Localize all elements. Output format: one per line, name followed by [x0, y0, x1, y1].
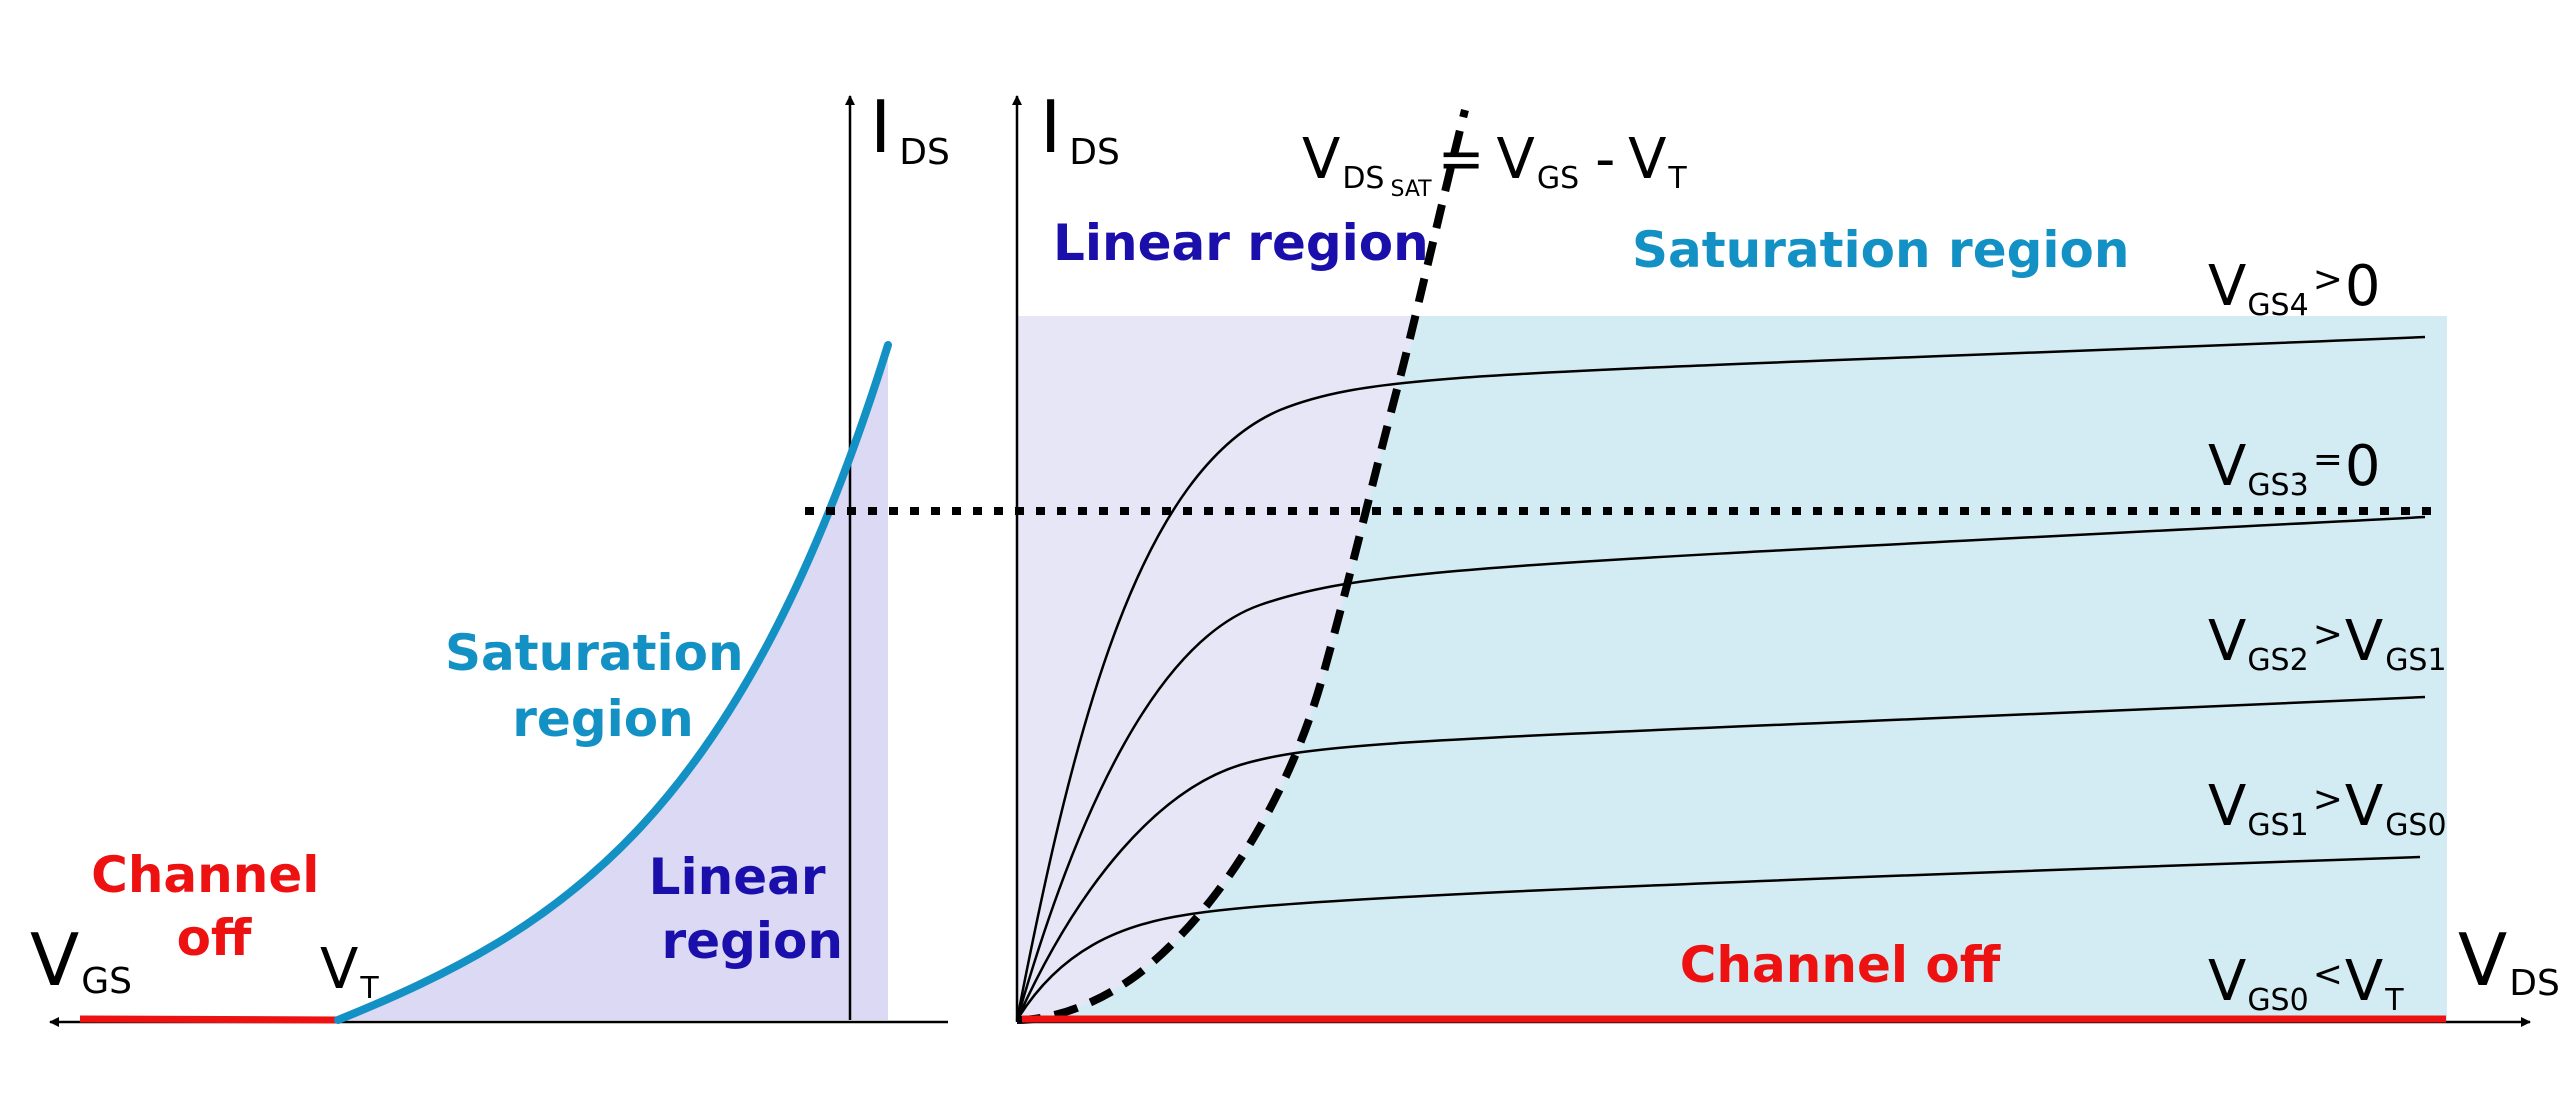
transfer-channel-off-line1: Channel — [91, 846, 319, 904]
vgs2-label: VGS2>VGS1 — [2208, 609, 2447, 678]
transfer-vt-main: V — [320, 937, 358, 1002]
transfer-vgs-axis-label: VGS — [30, 918, 132, 1002]
transfer-ids-sub: DS — [899, 132, 950, 173]
output-ids-sub: DS — [1069, 132, 1120, 173]
vgs0-label-rhs-sub: T — [2384, 983, 2404, 1018]
vgs1-label-rhs: V — [2345, 774, 2383, 839]
vgs1-label-v: V — [2208, 774, 2246, 839]
vgs1-label-op: > — [2313, 779, 2343, 820]
vgs1-label: VGS1>VGS0 — [2208, 774, 2447, 843]
transfer-channel-off-line2: off — [177, 909, 252, 967]
vdssat-eq: = — [1438, 127, 1485, 192]
vdssat-sub-ds: DS — [1342, 161, 1384, 196]
vdssat-sub-sat: SAT — [1390, 177, 1432, 202]
vdssat-minus: - — [1595, 127, 1613, 192]
vdssat-sub-t: T — [1667, 161, 1687, 196]
vgs0-label-op: < — [2313, 954, 2343, 995]
vgs0-label-v: V — [2208, 949, 2246, 1014]
output-vds-main: V — [2458, 918, 2507, 1002]
vgs3-label-v: V — [2208, 434, 2246, 499]
transfer-saturation-curve — [334, 341, 892, 1024]
transfer-vgs-main: V — [30, 918, 79, 1002]
vgs2-label-rhs: V — [2345, 609, 2383, 674]
vgs0-label: VGS0<VT — [2208, 949, 2404, 1018]
transfer-channel-off-label: Channel off — [91, 846, 337, 967]
vgs1-label-sub: GS1 — [2247, 808, 2308, 843]
output-linear-fill — [1017, 316, 1420, 1020]
vgs4-label-rhs: 0 — [2345, 254, 2381, 319]
vgs2-label-op: > — [2313, 614, 2343, 655]
transfer-linear-fill — [338, 345, 888, 1020]
vgs3-curve — [1015, 515, 2426, 1021]
output-ids-main: I — [1040, 85, 1061, 169]
vgs1-curve — [1015, 855, 2421, 1021]
vgs4-label: VGS4>0 — [2208, 254, 2381, 323]
vgs4-label-sub: GS4 — [2247, 288, 2308, 323]
transfer-saturation-line2: region — [512, 690, 693, 748]
transfer-linear-line2: region — [662, 912, 843, 970]
vgs2-label-rhs-sub: GS1 — [2385, 643, 2446, 678]
transfer-linear-line1: Linear — [649, 848, 826, 906]
vgs3-label-op: = — [2313, 439, 2343, 480]
vdssat-v1: V — [1302, 127, 1340, 192]
vdssat-v2: V — [1497, 127, 1535, 192]
vgs4-label-v: V — [2208, 254, 2246, 319]
transfer-vt-sub: T — [359, 971, 379, 1006]
vgs3-label-sub: GS3 — [2247, 468, 2308, 503]
output-channel-off-label: Channel off — [1680, 936, 2001, 994]
transfer-saturation-label: Saturation region — [445, 624, 761, 748]
vgs4-curve — [1015, 335, 2426, 1021]
transfer-linear-label: Linear region — [649, 848, 843, 970]
output-linear-region-label: Linear region — [1053, 214, 1429, 272]
vdssat-boundary-dashed — [1016, 109, 1469, 1024]
transfer-saturation-line1: Saturation — [445, 624, 744, 682]
vgs3-label: VGS3=0 — [2208, 434, 2381, 503]
transfer-vt-label: VT — [320, 937, 379, 1006]
vdssat-v3: V — [1628, 127, 1666, 192]
vgs4-label-op: > — [2313, 259, 2343, 300]
vgs2-label-sub: GS2 — [2247, 643, 2308, 678]
vdssat-sub-gs: GS — [1537, 161, 1579, 196]
vgs0-label-sub: GS0 — [2247, 983, 2308, 1018]
vgs2-curve — [1015, 695, 2426, 1021]
output-vds-sub: DS — [2509, 963, 2560, 1004]
vgs1-label-rhs-sub: GS0 — [2385, 808, 2446, 843]
vgs0-label-rhs: V — [2345, 949, 2383, 1014]
transfer-channel-off-line — [79, 1015, 339, 1024]
vgs3-label-rhs: 0 — [2345, 434, 2381, 499]
transfer-ids-main: I — [870, 85, 891, 169]
output-vds-axis-label: VDS — [2458, 918, 2560, 1004]
output-saturation-region-label: Saturation region — [1632, 221, 2130, 279]
vgs2-label-v: V — [2208, 609, 2246, 674]
transfer-vgs-sub: GS — [81, 961, 132, 1002]
